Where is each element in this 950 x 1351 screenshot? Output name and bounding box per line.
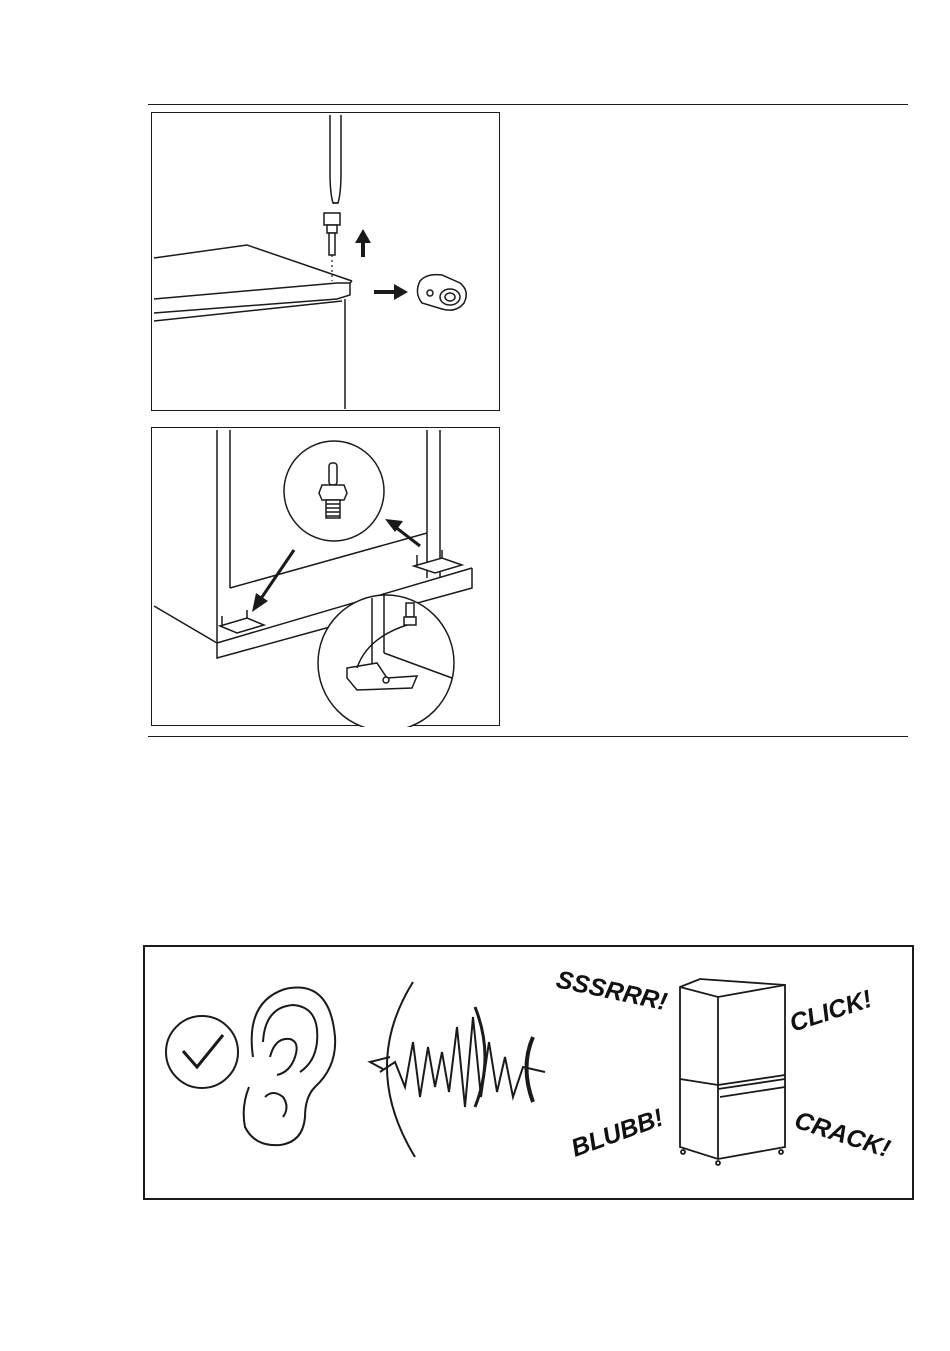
bottom-divider	[148, 736, 908, 737]
hinge-removal-illustration	[151, 112, 500, 411]
arrow-up-icon	[355, 229, 371, 257]
hinge-pin-icon	[324, 213, 340, 255]
sound-word-hiss: SSSRRR!	[554, 965, 670, 1016]
sound-word-crack: CRACK!	[791, 1106, 893, 1163]
bracket-detail-icon	[318, 593, 454, 727]
sound-word-click: CLICK!	[786, 985, 875, 1038]
hinge-mounting-illustration	[151, 427, 500, 726]
top-divider	[148, 104, 908, 105]
normal-sounds-illustration: SSSRRR! CLICK! BLUBB! CRACK!	[143, 945, 914, 1200]
sound-word-bubble: BLUBB!	[567, 1104, 667, 1163]
refrigerator-icon	[680, 979, 785, 1165]
screwdriver-icon	[330, 115, 341, 203]
checkmark-icon	[166, 1016, 238, 1088]
hinge-pin-detail-icon	[284, 441, 384, 541]
ear-icon	[244, 988, 336, 1146]
sound-wave-icon	[370, 982, 545, 1157]
arrow-right-icon	[374, 284, 408, 300]
hinge-cap-icon	[417, 275, 466, 311]
fridge-top-outline	[154, 245, 352, 409]
